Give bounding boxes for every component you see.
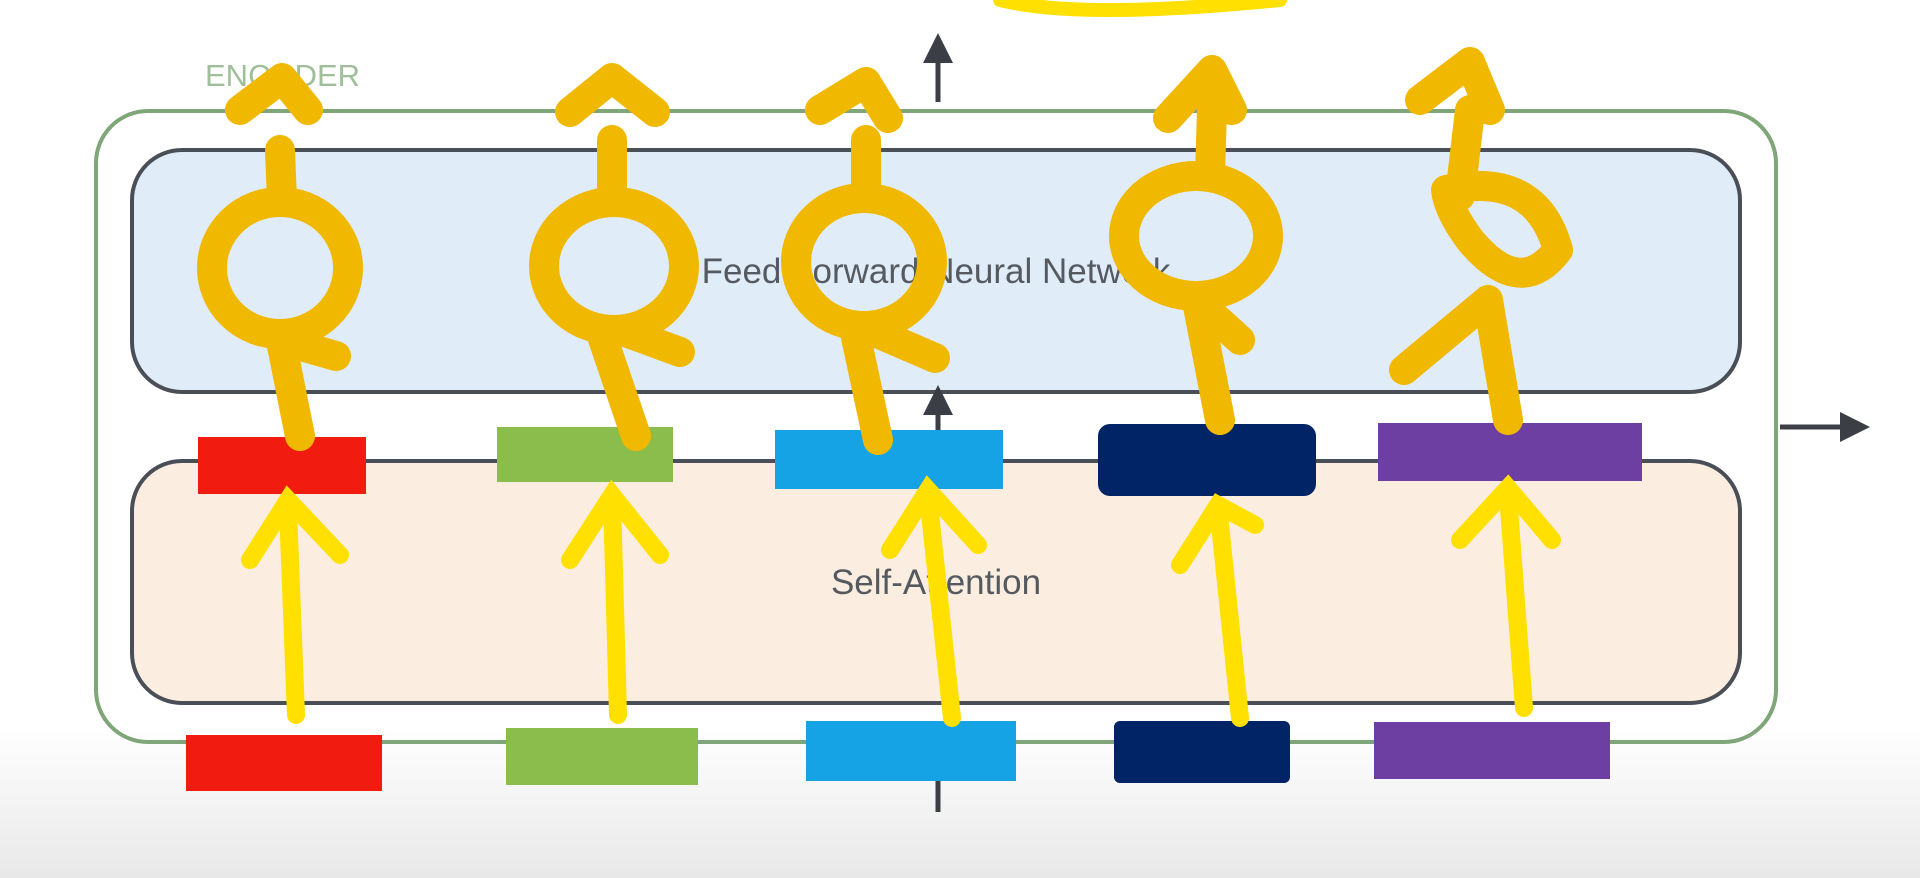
mid-token-4 (1098, 424, 1316, 496)
input-token-5 (1374, 722, 1610, 779)
top-yellow-smear (993, 0, 1287, 17)
gold-loop-3 (781, 67, 950, 455)
mid-token-1 (198, 437, 366, 494)
gold-loop-5 (1389, 47, 1573, 435)
input-token-4 (1114, 721, 1290, 783)
input-token-3 (806, 721, 1016, 781)
yellow-arrow-annotations (241, 474, 1561, 727)
gold-loop-2 (529, 63, 699, 451)
yellow-arrow-4 (1171, 493, 1264, 727)
gold-loop-4 (1109, 55, 1283, 435)
yellow-arrow-1 (241, 485, 349, 724)
gold-loop-1 (197, 63, 363, 451)
yellow-arrow-2 (561, 479, 669, 724)
gold-loop-annotations (197, 47, 1573, 455)
input-token-2 (506, 728, 698, 785)
yellow-arrow-5 (1451, 474, 1561, 717)
yellow-arrow-3 (881, 475, 987, 727)
input-token-1 (186, 735, 382, 791)
input-token-bars (186, 721, 1610, 791)
